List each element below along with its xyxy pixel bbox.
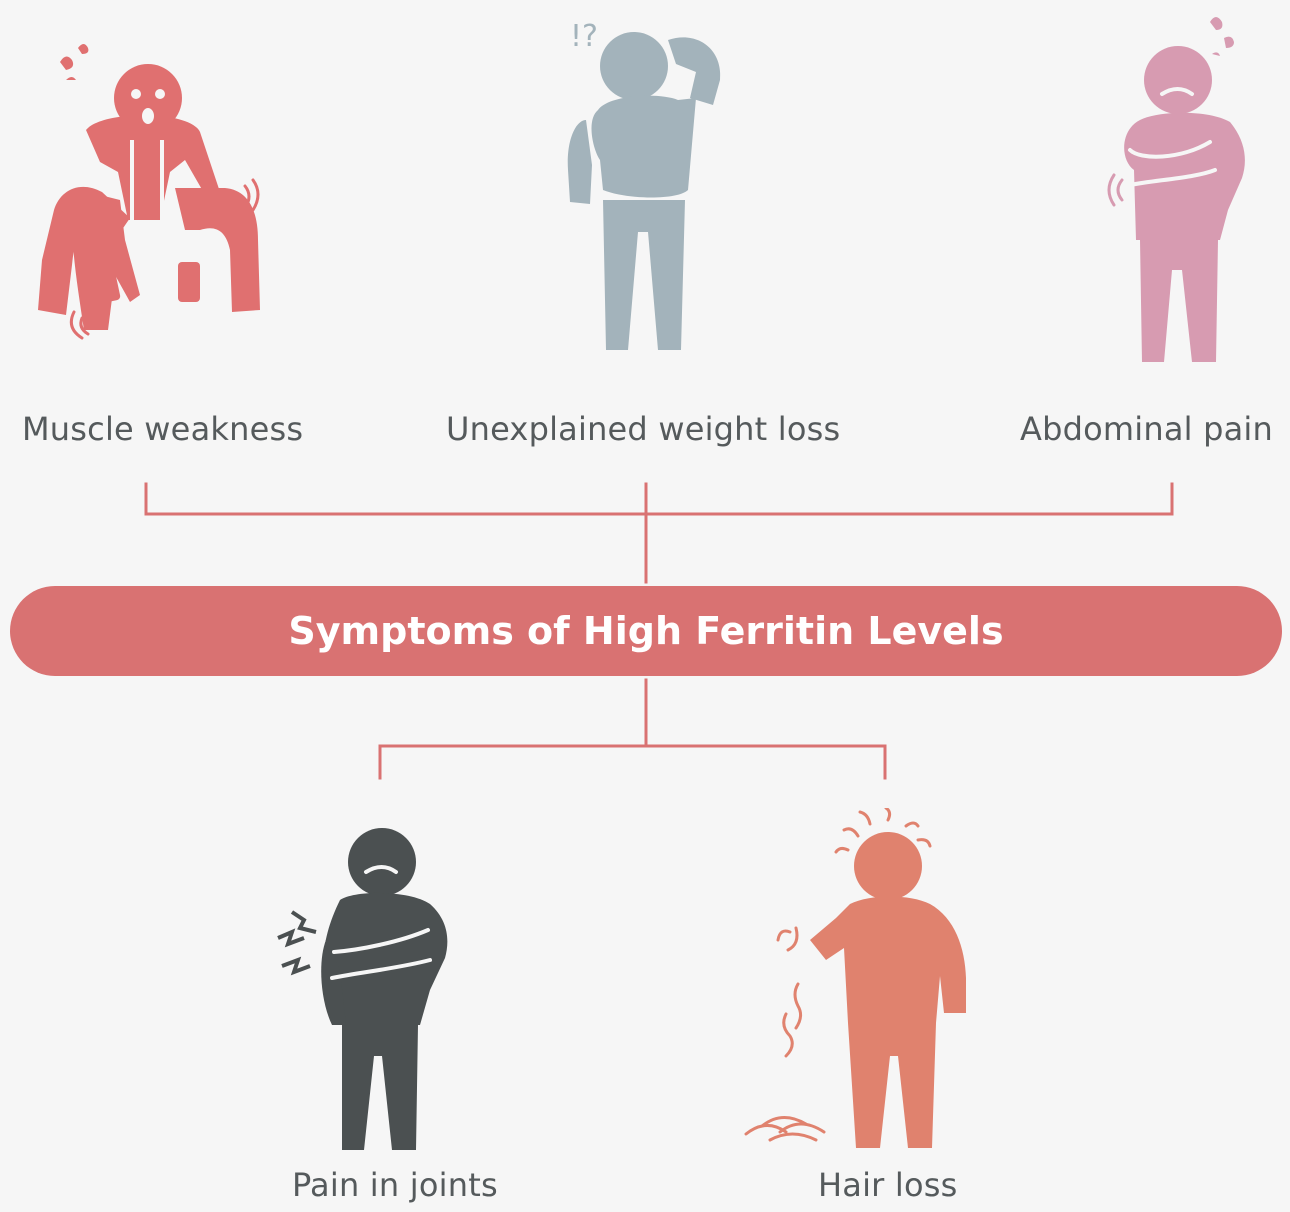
symptom-label-joint-pain: Pain in joints <box>292 1166 498 1204</box>
symptom-label-abdominal-pain: Abdominal pain <box>1020 410 1274 448</box>
symptom-label-hair-loss: Hair loss <box>818 1166 958 1204</box>
confused-person-icon: !? <box>567 19 721 350</box>
joint-pain-person-icon <box>277 828 448 1150</box>
title-banner: Symptoms of High Ferritin Levels <box>10 586 1282 676</box>
tired-person-icon <box>38 44 260 340</box>
symptom-label-muscle-weakness: Muscle weakness <box>22 410 304 448</box>
hair-loss-person-icon <box>744 808 966 1148</box>
bottom-connector <box>378 678 887 780</box>
top-connector <box>144 482 1174 584</box>
stomach-ache-person-icon <box>1107 17 1245 362</box>
svg-text:!?: !? <box>570 19 598 54</box>
symptom-label-weight-loss: Unexplained weight loss <box>446 410 841 448</box>
connector-group <box>144 482 1174 780</box>
page-title: Symptoms of High Ferritin Levels <box>288 609 1004 653</box>
